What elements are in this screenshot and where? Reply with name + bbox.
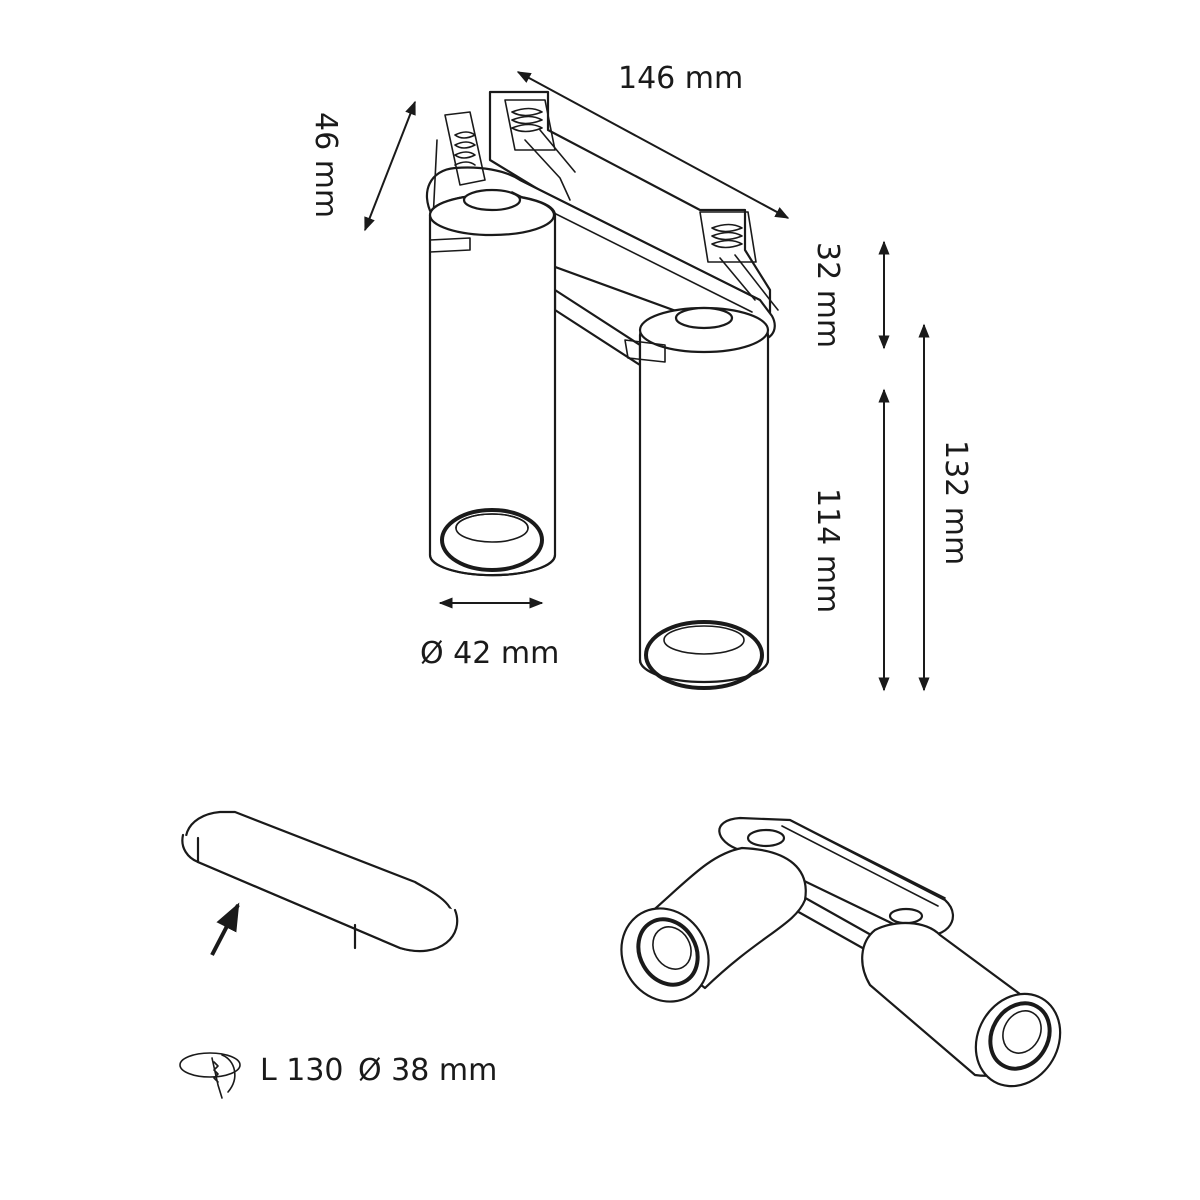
cutout-plate-drawing bbox=[181, 810, 459, 956]
dim-line-depth bbox=[364, 100, 416, 232]
spring-clip-right-bottom bbox=[699, 211, 779, 311]
label-cutout-length: L 130 bbox=[260, 1053, 344, 1088]
label-total-height: 132 mm bbox=[938, 440, 973, 565]
hole-saw-icon bbox=[179, 1052, 241, 1099]
label-diameter: Ø 42 mm bbox=[420, 636, 559, 671]
spotlight-cylinder-right bbox=[624, 306, 770, 690]
dimension-lines bbox=[364, 71, 930, 692]
label-depth: 46 mm bbox=[308, 112, 343, 218]
label-top-height: 32 mm bbox=[810, 242, 845, 348]
main-fixture-drawing bbox=[425, 90, 779, 690]
tilted-cylinder-right bbox=[861, 921, 1062, 1088]
dim-line-length bbox=[516, 71, 790, 219]
tilted-cylinder-left bbox=[620, 846, 807, 1003]
tilted-fixture-drawing bbox=[620, 816, 1062, 1088]
label-length: 146 mm bbox=[618, 61, 743, 96]
spotlight-cylinder-left bbox=[428, 188, 557, 577]
insert-arrow bbox=[210, 902, 240, 956]
label-body-height: 114 mm bbox=[810, 488, 845, 613]
label-cutout-diameter: Ø 38 mm bbox=[358, 1053, 497, 1088]
